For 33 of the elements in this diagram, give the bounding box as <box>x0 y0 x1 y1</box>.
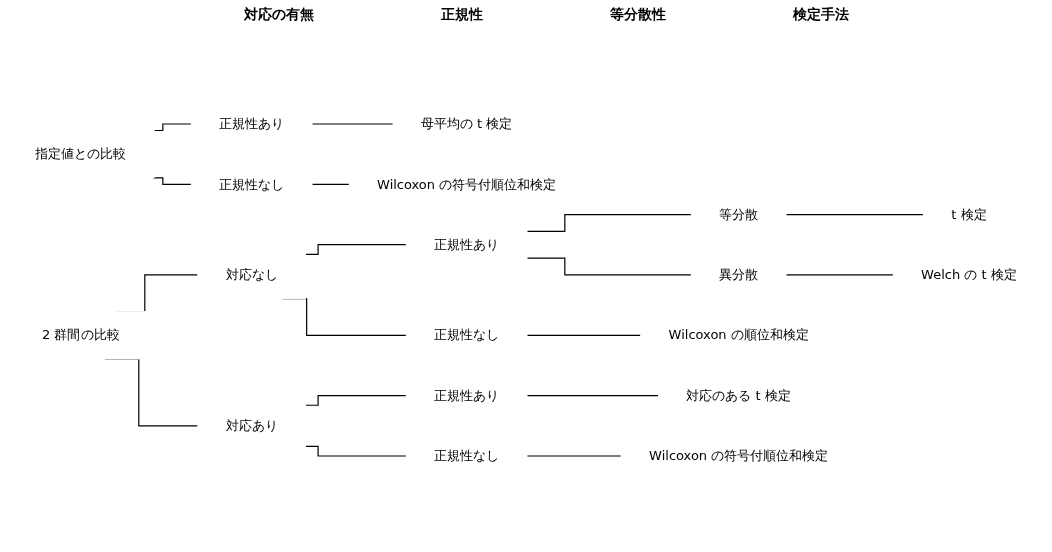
connector <box>526 395 660 397</box>
connector <box>304 395 407 406</box>
node-text: 対応なし <box>225 267 278 282</box>
node-text: Wilcoxon の順位和検定 <box>668 327 809 343</box>
node-text: 正規性あり <box>434 387 500 403</box>
node-text: 正規性あり <box>219 116 285 131</box>
node-text: 指定値との比較 <box>35 146 127 162</box>
node-text: 対応あり <box>225 417 278 433</box>
node-text: 等分散 <box>719 206 759 222</box>
node-text: 対応のある t 検定 <box>686 387 791 403</box>
node-text: Wilcoxon の符号付順位和検定 <box>649 448 829 463</box>
connector <box>304 244 407 255</box>
node-text: 正規性なし <box>434 327 500 343</box>
node-text: Wilcoxon の符号付順位和検定 <box>377 176 557 192</box>
node-text: t 検定 <box>951 206 987 222</box>
node-text: 正規性なし <box>434 448 500 463</box>
connector <box>526 257 692 276</box>
connector <box>526 213 692 232</box>
connector <box>152 177 192 185</box>
connector <box>785 213 925 216</box>
column-header: 検定手法 <box>792 6 849 24</box>
connector <box>526 334 642 336</box>
column-header: 正規性 <box>440 6 483 24</box>
node-text: 正規性なし <box>219 176 285 192</box>
connector <box>311 183 350 185</box>
node-text: 母平均の t 検定 <box>420 116 513 131</box>
column-header: 等分散性 <box>609 6 666 24</box>
connector <box>785 274 894 276</box>
node-text: 異分散 <box>719 267 759 282</box>
connector <box>304 445 407 457</box>
node-text: Welch の t 検定 <box>921 267 1017 282</box>
column-header: 対応の有無 <box>243 6 314 24</box>
node-text: 正規性あり <box>434 236 500 252</box>
